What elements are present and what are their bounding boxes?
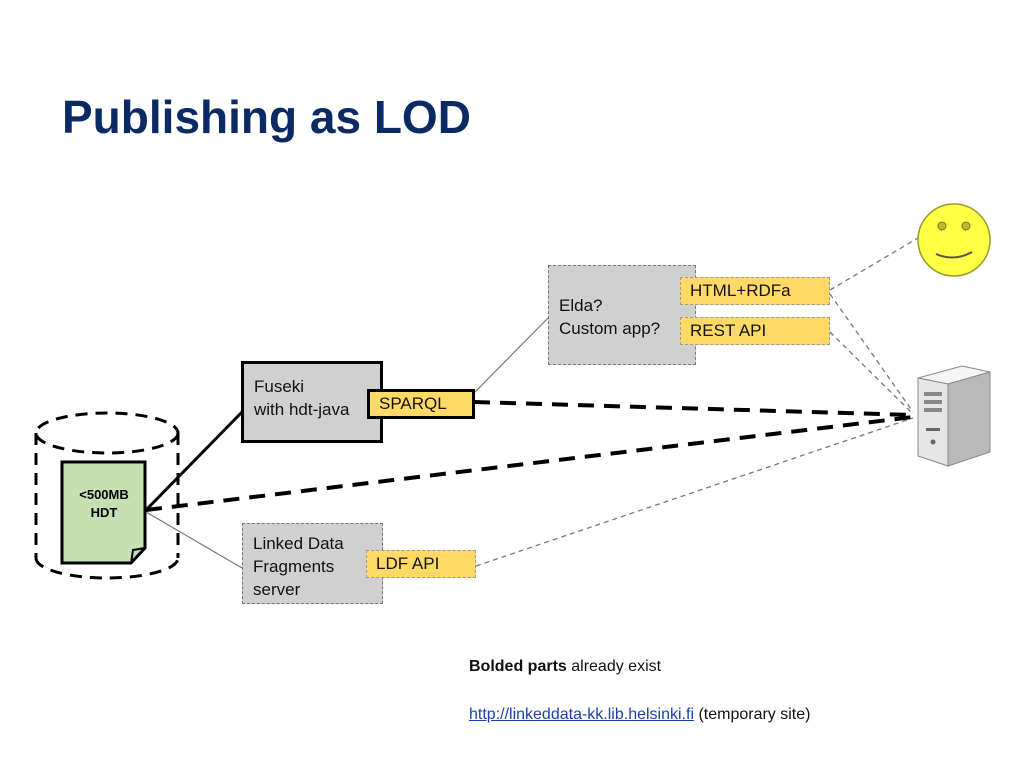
- legend-rest: already exist: [566, 658, 662, 675]
- sparql-label: SPARQL: [379, 394, 447, 413]
- html-rdfa-label: HTML+RDFa: [690, 281, 791, 300]
- hdt-format: HDT: [90, 505, 118, 520]
- database-cylinder-icon: [34, 411, 180, 580]
- dashed-rest-server: [829, 331, 914, 415]
- dashed-rdfa-server: [829, 293, 914, 413]
- rest-api-label: REST API: [690, 321, 767, 340]
- hdt-file-label: <500MB HDT: [62, 486, 146, 522]
- site-link-suffix: (temporary site): [694, 706, 811, 723]
- connector-sparql-elda: [473, 317, 549, 394]
- server-icon: [917, 365, 991, 467]
- html-rdfa-tag: HTML+RDFa: [680, 277, 830, 305]
- elda-box: Elda? Custom app?: [548, 265, 696, 365]
- ldf-api-label: LDF API: [376, 554, 440, 573]
- site-link[interactable]: http://linkeddata-kk.lib.helsinki.fi: [469, 706, 694, 723]
- ldf-api-tag: LDF API: [366, 550, 476, 578]
- ldf-line2: Fragments: [253, 557, 335, 576]
- fuseki-line2: with hdt-java: [254, 400, 350, 419]
- elda-line1: Elda?: [559, 296, 603, 315]
- hdt-size: <500MB: [79, 487, 129, 502]
- dashed-ldf-server: [475, 417, 914, 567]
- ldf-line3: server: [253, 580, 301, 599]
- legend-bold: Bolded parts: [469, 658, 567, 675]
- document-icon: [60, 460, 147, 565]
- connector-hdt-fuseki: [144, 410, 244, 512]
- smiley-face-icon: [917, 203, 991, 277]
- elda-line2: Custom app?: [559, 319, 661, 338]
- ldf-server-box: Linked Data Fragments server: [242, 523, 383, 604]
- sparql-tag: SPARQL: [367, 389, 475, 419]
- fuseki-line1: Fuseki: [254, 377, 305, 396]
- fuseki-box: Fuseki with hdt-java: [241, 361, 383, 443]
- dashed-rdfa-smiley: [829, 237, 919, 291]
- rest-api-tag: REST API: [680, 317, 830, 345]
- slide-title: Publishing as LOD: [62, 91, 471, 143]
- dashed-sparql-server: [473, 400, 914, 417]
- legend-note: Bolded parts already exist: [469, 658, 661, 676]
- site-note: http://linkeddata-kk.lib.helsinki.fi (te…: [469, 706, 810, 724]
- connector-hdt-ldf: [145, 511, 243, 569]
- ldf-line1: Linked Data: [253, 534, 344, 553]
